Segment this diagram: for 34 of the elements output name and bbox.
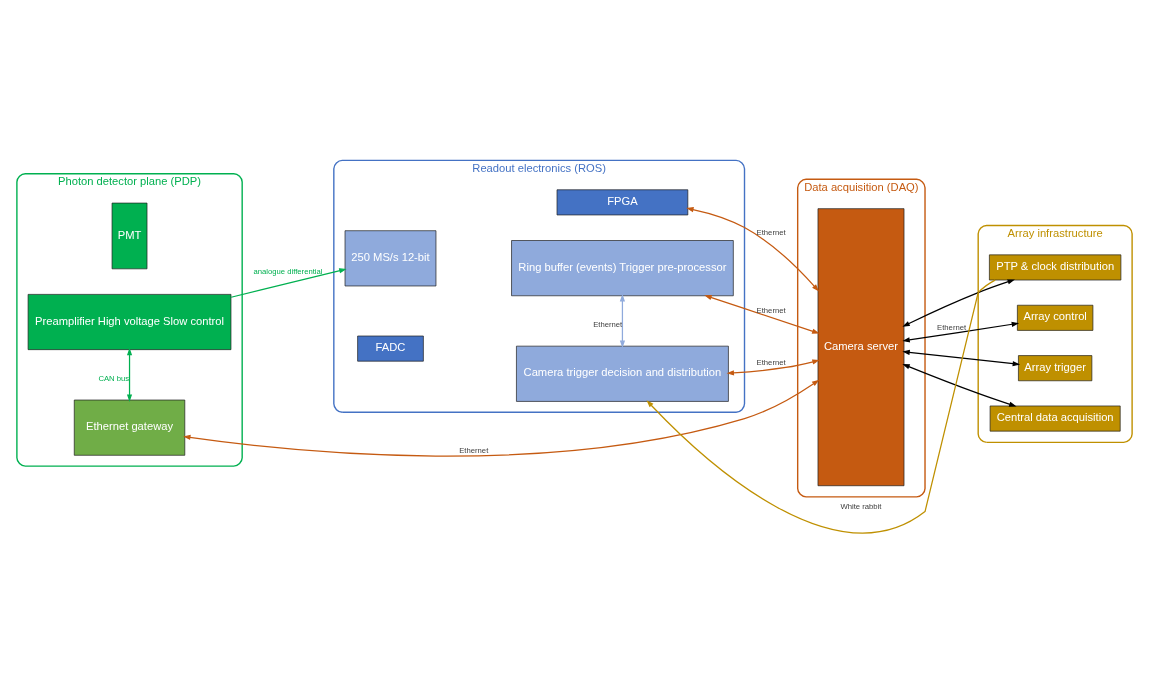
arrow (619, 293, 626, 349)
edge-label: analogue differential (253, 266, 323, 276)
arrow (902, 321, 1020, 343)
node-box: Preamplifier High voltage Slow control (27, 294, 232, 350)
edge-label: CAN bus (98, 373, 130, 383)
node-box: Central data acquisition (989, 405, 1121, 432)
arrow (902, 349, 1021, 367)
arrow (230, 268, 347, 298)
node-box: Array trigger (1018, 355, 1093, 382)
node-box: Ring buffer (events) Trigger pre-processor (511, 240, 734, 297)
arrow (902, 363, 1017, 407)
edge-label: White rabbit (840, 502, 882, 512)
arrow (646, 279, 996, 534)
edge-label: Ethernet (756, 358, 786, 368)
node-box: Array control (1017, 304, 1094, 331)
edge-label: Ethernet (937, 322, 967, 332)
arrow (726, 359, 820, 376)
arrow (704, 295, 820, 334)
arrow (183, 379, 820, 457)
node-box: Ethernet gateway (73, 399, 186, 456)
node-box: 250 MS/s 12-bit (344, 230, 437, 287)
arrow (902, 279, 1015, 327)
arrow (686, 207, 819, 292)
edge-label: Ethernet (593, 319, 623, 329)
node-box: Camera trigger decision and distribution (516, 345, 729, 402)
node-box: PTP & clock distribution (989, 254, 1122, 281)
arrow (126, 347, 133, 402)
edge-label: Ethernet (756, 228, 786, 238)
node-box: PMT (111, 202, 148, 270)
node-box: FADC (357, 335, 424, 362)
edge-label: Ethernet (756, 305, 786, 315)
node-box: FPGA (556, 189, 689, 216)
edge-label: Ethernet (459, 446, 489, 456)
node-box: Camera server (817, 208, 905, 487)
